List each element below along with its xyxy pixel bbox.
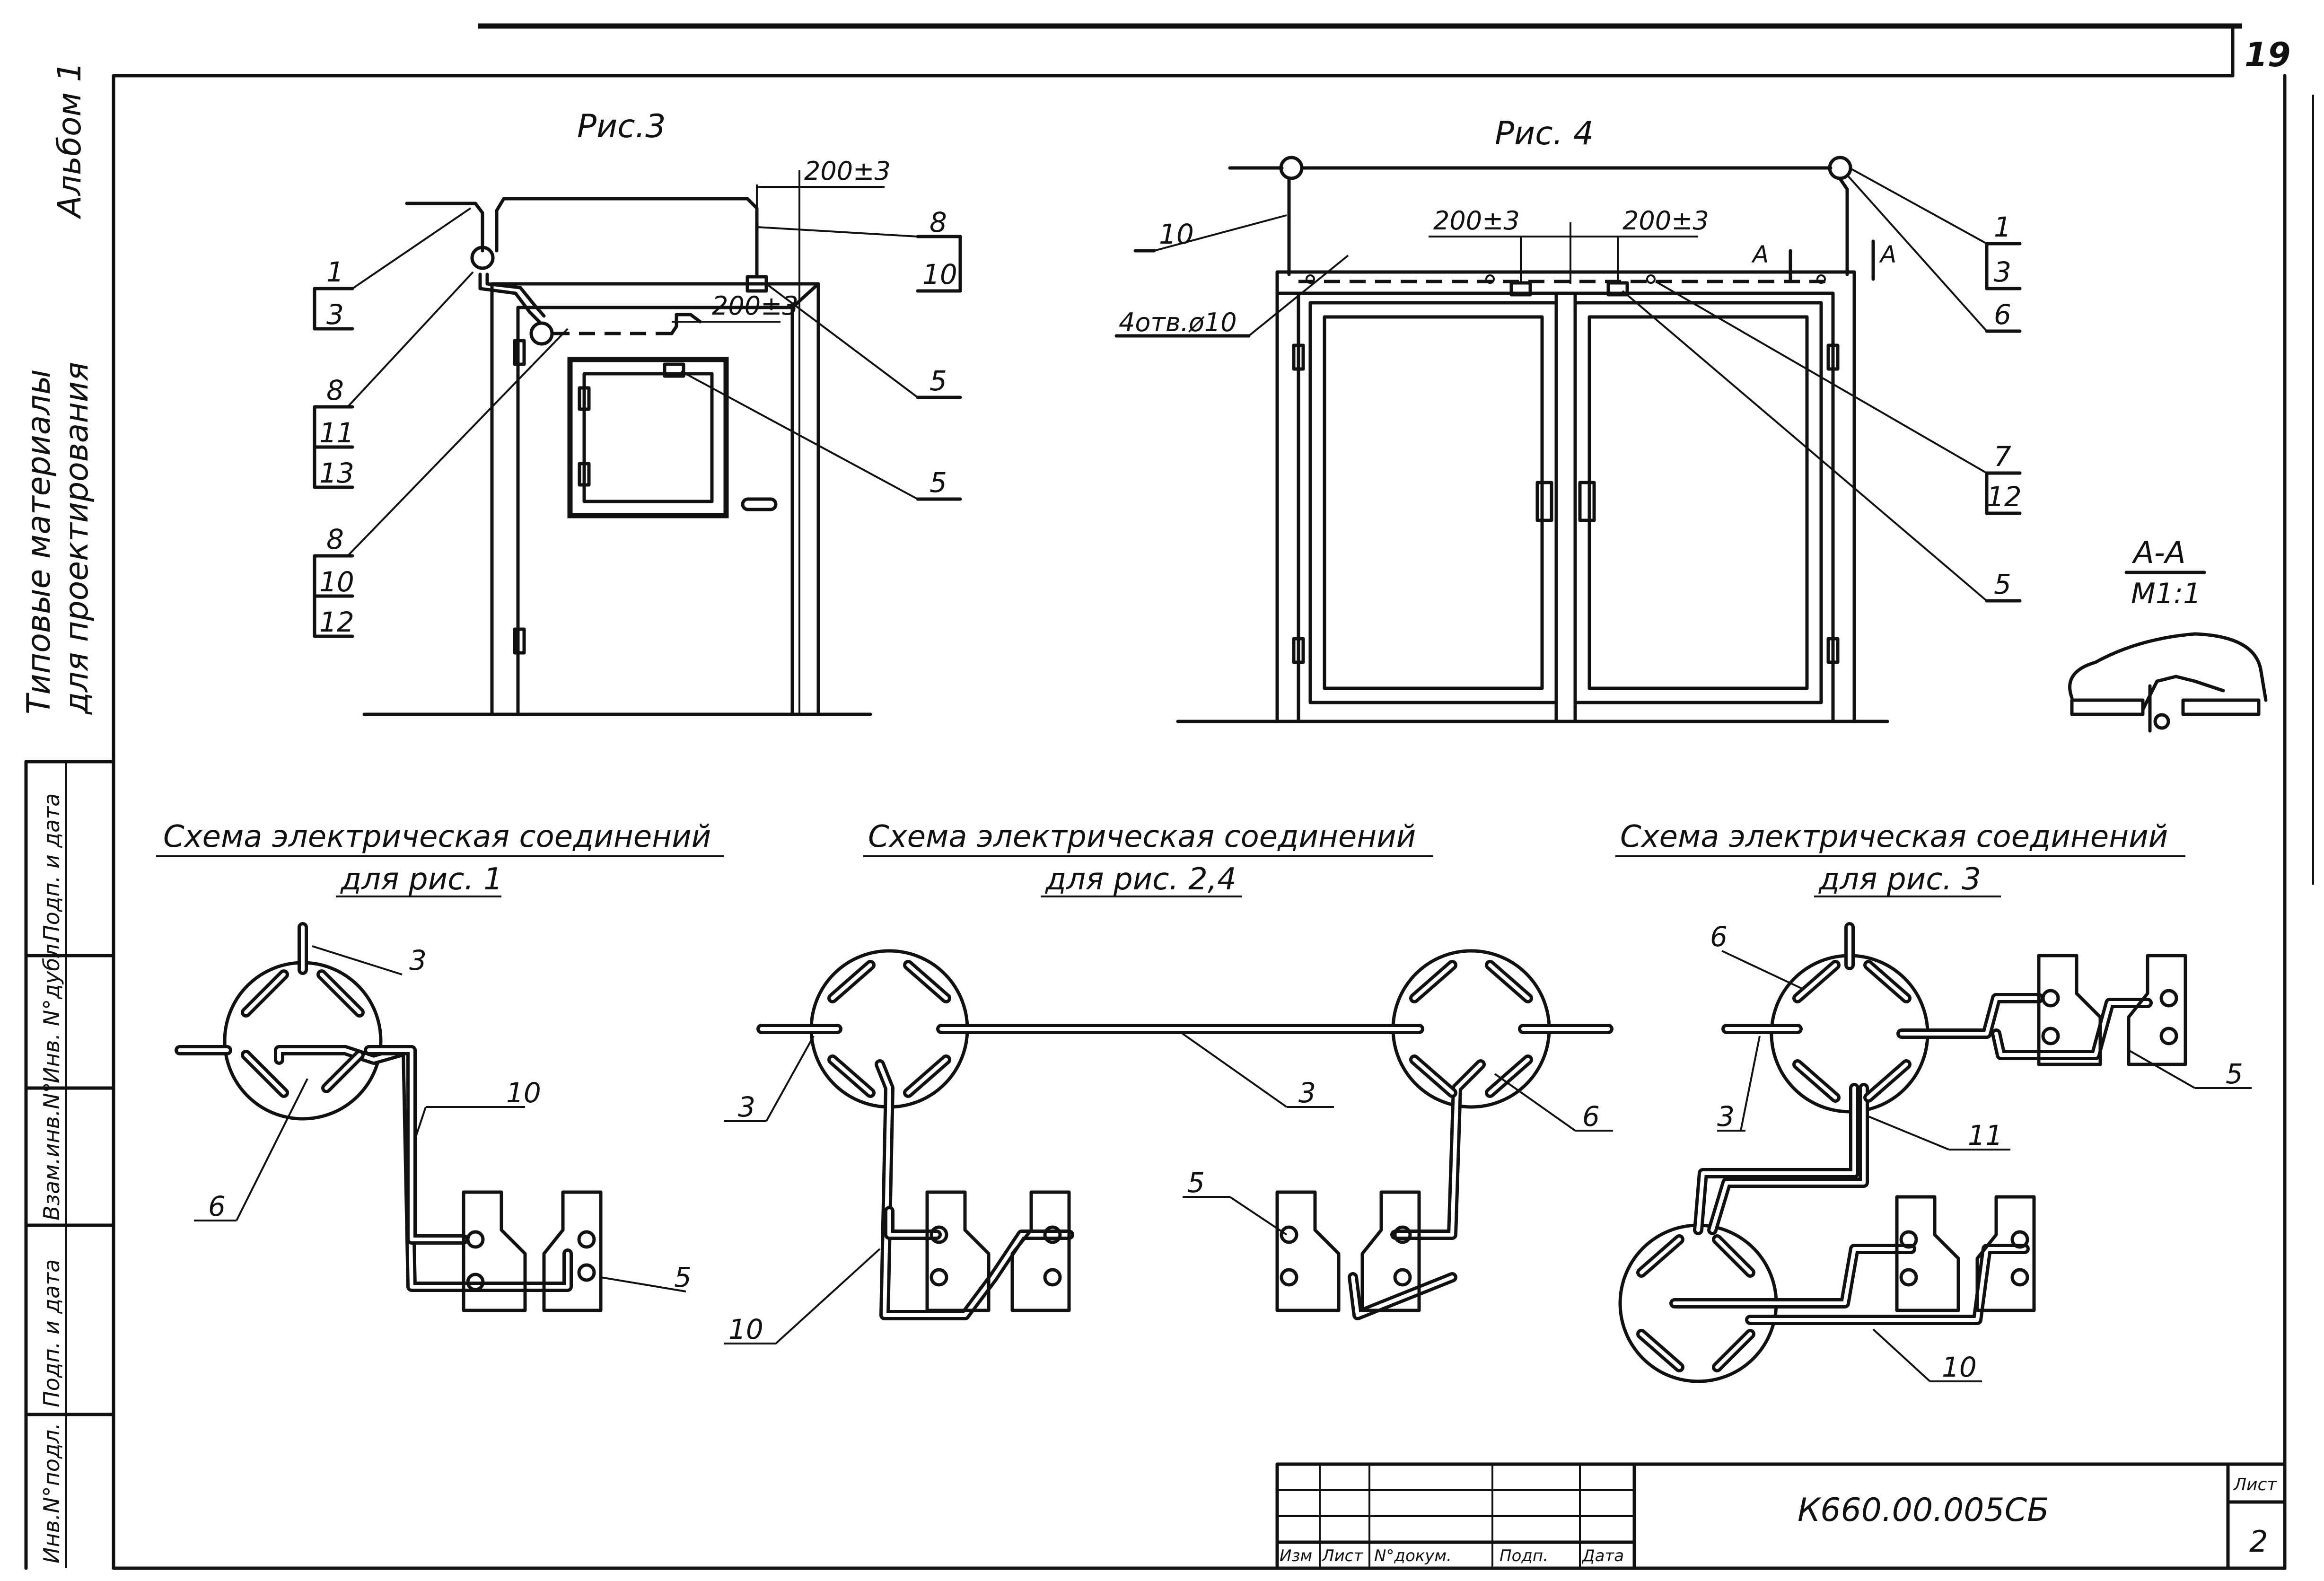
fig3-label-8a: 8 [326, 374, 344, 406]
fig4-title: Рис. 4 [1495, 115, 1594, 152]
scheme3-label-5: 5 [2226, 1058, 2243, 1090]
sheet-frame [112, 23, 2314, 1570]
scheme3-label-11: 11 [1968, 1119, 2003, 1151]
section-aa: А-А М1:1 [2068, 536, 2268, 733]
fig4-label-1: 1 [1994, 211, 2011, 243]
fig3-label-5b: 5 [930, 466, 947, 499]
side-title-1: Типовые материалы [20, 369, 58, 714]
scheme2-label-5: 5 [1187, 1167, 1205, 1199]
fig4-dim-right: 200±3 [1622, 206, 1709, 236]
scheme3-subtitle: для рис. 3 [1818, 862, 1981, 897]
scheme2-label-3b: 3 [1298, 1077, 1316, 1109]
scheme3-label-10: 10 [1942, 1351, 1977, 1383]
fig4-label-7: 7 [1994, 440, 2011, 473]
scheme-1: Схема электрическая соединений для рис. … [156, 819, 724, 1312]
scheme1-label-6: 6 [208, 1190, 226, 1222]
fig3-label-5a: 5 [930, 365, 947, 397]
section-scale: М1:1 [2131, 577, 2201, 610]
stamp-col-list: Лист [1321, 1546, 1363, 1565]
fig4-section-a2: А [1879, 241, 1896, 268]
scheme3-label-6: 6 [1710, 921, 1728, 953]
fig3-label-8r: 8 [930, 206, 947, 238]
stamp-sheet-label: Лист [2233, 1475, 2277, 1494]
side-field-1: Подп. и дата [39, 793, 64, 941]
fig4-holes-note: 4отв.ø10 [1119, 307, 1237, 337]
stamp-col-izm: Изм [1280, 1546, 1312, 1565]
album-label: Альбом 1 [51, 61, 88, 220]
fig3-label-1: 1 [326, 256, 344, 288]
section-title: А-А [2131, 536, 2186, 571]
fig3-label-10r: 10 [922, 258, 957, 290]
title-block [1275, 1462, 2287, 1570]
side-field-5: Инв.N°подл. [39, 1423, 64, 1563]
scheme1-title: Схема электрическая соединений [163, 819, 711, 854]
fig4-label-3: 3 [1994, 256, 2011, 288]
scheme2-title: Схема электрическая соединений [868, 819, 1416, 854]
fig4-drawing: Рис. 4 [1114, 115, 2022, 723]
fig4-dim-left: 200±3 [1433, 206, 1520, 236]
side-strip [24, 760, 115, 1570]
scheme2-subtitle: для рис. 2,4 [1045, 862, 1237, 897]
scheme3-title: Схема электрическая соединений [1620, 819, 2168, 854]
side-field-3: Взам.инв.N° [39, 1082, 64, 1221]
scheme-2: Схема электрическая соединений для рис. … [724, 819, 1614, 1344]
fig4-section-a1: А [1751, 241, 1769, 268]
scheme3-label-3: 3 [1717, 1100, 1735, 1133]
fig3-label-12: 12 [319, 606, 354, 638]
scheme1-label-5: 5 [674, 1261, 692, 1293]
fig3-label-13: 13 [319, 457, 354, 489]
fig3-label-8b: 8 [326, 523, 344, 555]
scheme2-label-3a: 3 [738, 1091, 755, 1123]
stamp-col-sign: Подп. [1500, 1546, 1548, 1565]
document-code: К660.00.005СБ [1798, 1492, 2049, 1529]
side-field-4: Подп. и дата [39, 1259, 64, 1407]
fig3-title: Рис.3 [577, 108, 666, 145]
page-number: 19 [2245, 35, 2290, 74]
side-field-2: Инв. N°дубл. [39, 937, 64, 1083]
fig3-drawing: Рис.3 200±3 200±3 [313, 108, 962, 716]
scheme2-label-6: 6 [1582, 1100, 1600, 1133]
fig4-label-6: 6 [1994, 299, 2011, 331]
side-title-2: для проектирования [58, 362, 96, 715]
fig3-label-3: 3 [326, 299, 344, 331]
stamp-sheet-number: 2 [2249, 1524, 2268, 1559]
scheme1-label-3: 3 [409, 944, 427, 976]
fig4-label-5: 5 [1994, 568, 2011, 600]
scheme1-subtitle: для рис. 1 [340, 862, 503, 897]
fig4-label-10: 10 [1159, 218, 1194, 250]
fig3-dim-200: 200±3 [804, 156, 891, 186]
fig3-label-10b: 10 [319, 566, 354, 598]
scheme2-label-10: 10 [728, 1313, 763, 1345]
fig3-dim-200-b: 200±3 [712, 291, 798, 321]
stamp-col-date: Дата [1581, 1546, 1624, 1565]
fig4-label-12: 12 [1987, 481, 2022, 513]
scheme-3: Схема электрическая соединений для рис. … [1615, 819, 2252, 1383]
fig3-label-11: 11 [319, 417, 354, 449]
scheme1-label-10: 10 [506, 1077, 541, 1109]
stamp-col-doc: N°докум. [1374, 1546, 1452, 1565]
